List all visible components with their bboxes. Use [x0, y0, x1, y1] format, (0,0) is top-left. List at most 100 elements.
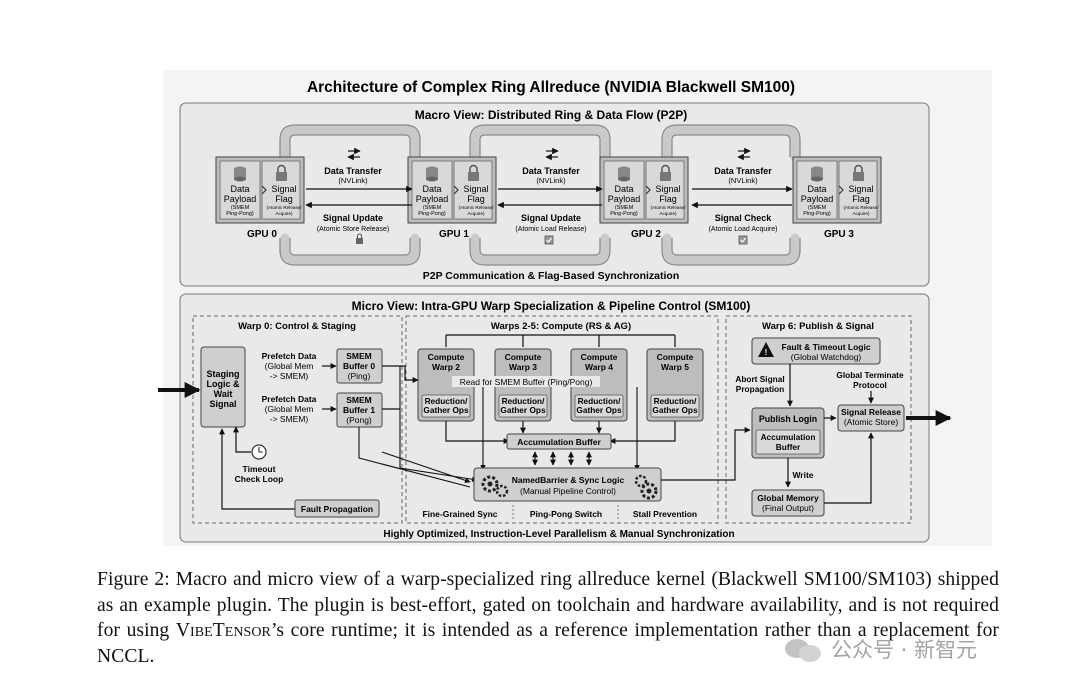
database-icon	[811, 166, 823, 182]
flag-label-line2: Flag	[852, 194, 870, 204]
global-term-line1: Global Terminate	[836, 370, 904, 380]
ring-arcs-top-outline	[279, 124, 801, 157]
flag-sub-line2: Acquire)	[467, 211, 485, 216]
barrier-line1: NamedBarrier & Sync Logic	[512, 475, 625, 485]
checkbox-icon	[738, 235, 748, 245]
w6-accum-box	[755, 429, 821, 455]
micro-view-title: Micro View: Intra-GPU Warp Specializatio…	[352, 299, 751, 313]
gear-icon	[634, 474, 658, 500]
fault-line2: (Global Watchdog)	[791, 352, 862, 362]
ring-arcs-top	[280, 125, 800, 162]
flag-label-line2: Flag	[659, 194, 677, 204]
flag-sub-line1: (Atomic Release/	[459, 205, 495, 210]
chevron-right-icon	[645, 185, 651, 195]
signal-sub: (Atomic Load Acquire)	[709, 226, 778, 233]
payload-sub-line1: (SMEM	[231, 205, 250, 211]
compute-warp-5: Compute Warp 5 Reduction/ Gather Ops	[646, 348, 704, 422]
fault-timeout-box	[751, 337, 881, 365]
signal-sub: (Atomic Store Release)	[317, 226, 389, 233]
payload-sub-line2: Ping-Pong)	[610, 211, 638, 217]
abort-line1: Abort Signal	[735, 374, 784, 384]
flag-label-line1: Signal	[463, 184, 488, 194]
warp0-title: Warp 0: Control & Staging	[238, 321, 356, 332]
read-label: Read for SMEM Buffer (Ping/Pong)	[460, 377, 593, 387]
warning-icon: !	[758, 342, 774, 357]
reduction-line2: Gather Ops	[423, 405, 469, 415]
prefetch-2-line3: -> SMEM)	[270, 414, 309, 424]
flag-sub-line2: Acquire)	[275, 211, 293, 216]
timeout-line1: Timeout	[243, 464, 276, 474]
payload-label-line2: Payload	[801, 194, 834, 204]
figure-caption: Figure 2: Macro and micro view of a warp…	[97, 567, 999, 669]
flag-sub-line1: (Atomic Release/	[844, 205, 880, 210]
warp-name: Compute	[505, 352, 542, 362]
svg-text:!: !	[765, 348, 768, 357]
signal-release-box	[837, 404, 905, 432]
swap-arrows-icon	[737, 147, 751, 161]
database-icon	[426, 166, 438, 182]
tag-ping-pong-switch: Ping-Pong Switch	[530, 509, 602, 519]
lock-icon	[660, 164, 671, 181]
reduction-line2: Gather Ops	[652, 405, 698, 415]
smem0-line1: SMEM	[346, 351, 372, 361]
reduction-line2: Gather Ops	[500, 405, 546, 415]
reduction-line1: Reduction/	[578, 396, 622, 406]
write-label: Write	[792, 470, 813, 480]
warp-name: Compute	[581, 352, 618, 362]
signal-sub: (Atomic Load Release)	[515, 226, 586, 233]
caption-part2: ’s core runtime; it is intended as a ref…	[97, 620, 999, 667]
flag-label-line1: Signal	[271, 184, 296, 194]
signal-label: Signal Check	[715, 213, 773, 223]
data-transfer-sub: (NVLink)	[728, 176, 758, 185]
prefetch-2-line1: Prefetch Data	[262, 394, 317, 404]
staging-logic-box	[200, 346, 246, 428]
payload-label-line2: Payload	[224, 194, 257, 204]
reduction-line1: Reduction/	[425, 396, 469, 406]
warp-name: Compute	[428, 352, 465, 362]
watermark: 公众号 · 新智元	[785, 634, 977, 664]
data-transfer-sub: (NVLink)	[338, 176, 368, 185]
sync-arrows	[532, 451, 592, 466]
flag-label-line2: Flag	[467, 194, 485, 204]
fault-line1: Fault & Timeout Logic	[781, 342, 870, 352]
swap-arrows-icon	[545, 147, 559, 161]
chevron-right-icon	[838, 185, 844, 195]
database-icon	[234, 166, 246, 182]
signal-label: Signal Update	[323, 213, 383, 223]
data-transfer-label: Data Transfer	[714, 166, 772, 176]
payload-label-line1: Data	[422, 184, 441, 194]
accumulation-buffer	[506, 433, 612, 450]
lock-icon	[468, 164, 479, 181]
w6-accum-line2: Buffer	[776, 442, 801, 452]
publish-login-label: Publish Login	[759, 414, 817, 424]
gpu-label: GPU 0	[247, 229, 277, 240]
gpu-1-block: Data Payload (SMEM Ping-Pong) Signal Fla…	[407, 156, 497, 240]
gpu-0-block: Data Payload (SMEM Ping-Pong) Signal Fla…	[215, 156, 305, 240]
wechat-icon	[785, 635, 823, 663]
smem1-line1: SMEM	[346, 395, 372, 405]
data-transfer-label: Data Transfer	[324, 166, 382, 176]
chevron-right-icon	[453, 185, 459, 195]
gpu-2-block: Data Payload (SMEM Ping-Pong) Signal Fla…	[599, 156, 689, 240]
global-term-line2: Protocol	[853, 380, 887, 390]
staging-line3: Wait	[214, 389, 233, 399]
gear-icon	[481, 475, 509, 498]
global-memory-line1: Global Memory	[757, 493, 819, 503]
warp-num: Warp 5	[661, 362, 689, 372]
payload-label-line1: Data	[230, 184, 249, 194]
reduction-line1: Reduction/	[502, 396, 546, 406]
checkbox-icon	[544, 235, 554, 245]
flag-sub-line2: Acquire)	[659, 211, 677, 216]
swap-arrows-icon	[347, 147, 361, 161]
warp-name: Compute	[657, 352, 694, 362]
tag-fine-grained-sync: Fine-Grained Sync	[422, 509, 497, 519]
compute-region	[405, 315, 719, 524]
lock-icon	[853, 164, 864, 181]
prefetch-1-line3: -> SMEM)	[270, 371, 309, 381]
signal-label: Signal Update	[521, 213, 581, 223]
prefetch-1-line1: Prefetch Data	[262, 351, 317, 361]
smem0-line3: (Ping)	[348, 371, 371, 381]
compute-warp-2: Compute Warp 2 Reduction/ Gather Ops	[417, 348, 475, 422]
ring-arcs-bottom	[280, 233, 800, 265]
warp0-region	[192, 315, 403, 524]
